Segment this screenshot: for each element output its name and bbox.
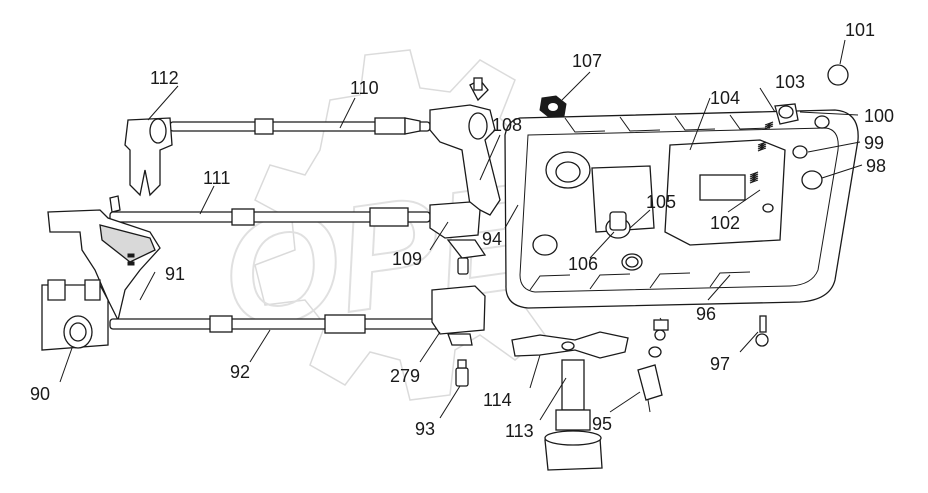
callout-95: 95 — [592, 414, 612, 434]
callout-93: 93 — [415, 419, 435, 439]
callout-108: 108 — [492, 115, 522, 135]
shift-block-109 — [429, 201, 487, 259]
callout-106: 106 — [568, 254, 598, 274]
leader-lines — [59, 39, 863, 421]
shift-fork-91 — [47, 195, 161, 322]
callout-107: 107 — [572, 51, 602, 71]
callout-101: 101 — [845, 20, 875, 40]
shift-fork-112 — [124, 117, 173, 197]
callout-102: 102 — [710, 213, 740, 233]
shift-block-279 — [431, 285, 486, 346]
callout-104: 104 — [710, 88, 740, 108]
pin-upper — [457, 257, 469, 275]
screw-97 — [755, 315, 769, 347]
washer-99 — [792, 145, 808, 159]
callout-99: 99 — [864, 133, 884, 153]
gasket-104 — [664, 139, 786, 246]
inner-plate — [591, 165, 655, 233]
callout-98: 98 — [866, 156, 886, 176]
valve-106 — [605, 211, 631, 239]
pin-93 — [455, 359, 469, 387]
callout-100: 100 — [864, 106, 894, 126]
cover-ribs — [529, 114, 771, 291]
callout-109: 109 — [392, 249, 422, 269]
callout-labels: 90 91 92 93 94 95 96 97 98 99 100 101 10… — [30, 20, 894, 441]
shift-fork-108 — [429, 77, 501, 216]
spring-upper — [757, 121, 774, 152]
callout-96: 96 — [696, 304, 716, 324]
callout-279: 279 — [390, 366, 420, 386]
hose-stub — [653, 317, 669, 331]
callout-97: 97 — [710, 354, 730, 374]
callout-90: 90 — [30, 384, 50, 404]
plug-105 — [625, 256, 639, 268]
watermark-gear — [254, 49, 586, 401]
callout-103: 103 — [775, 72, 805, 92]
callout-112: 112 — [150, 68, 179, 88]
callout-113: 113 — [505, 421, 534, 441]
callout-94: 94 — [482, 229, 502, 249]
fitting-95 — [637, 329, 666, 413]
shift-rod-92 — [109, 314, 441, 334]
callout-110: 110 — [350, 78, 379, 98]
ball-101 — [827, 64, 849, 86]
shift-head-90 — [41, 279, 109, 351]
callout-114: 114 — [483, 390, 512, 410]
shift-rod-110 — [169, 117, 431, 135]
plug-103 — [774, 103, 799, 125]
callout-92: 92 — [230, 362, 250, 382]
callout-91: 91 — [165, 264, 185, 284]
spring-102 — [749, 171, 774, 213]
handle-114 — [511, 331, 629, 359]
shift-rod-111 — [109, 207, 431, 227]
callout-111: 111 — [203, 168, 230, 188]
callout-105: 105 — [646, 192, 676, 212]
